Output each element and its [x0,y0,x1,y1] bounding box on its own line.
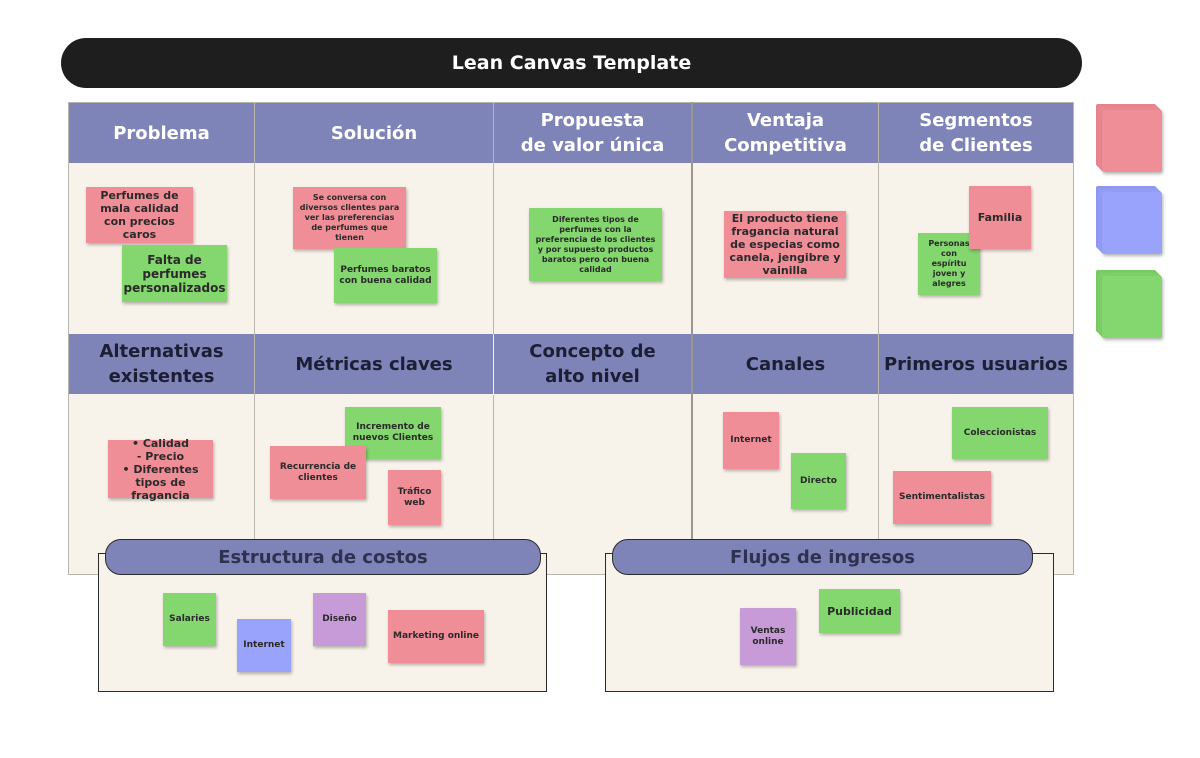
divider [493,395,494,575]
header-problema: Problema [69,103,254,163]
sticky-note[interactable]: Personas con espíritu joven y alegres [918,233,980,295]
pink-sticky-stack[interactable] [1096,104,1166,174]
header-canales: Canales [693,334,878,394]
header-primeros-usuarios: Primeros usuarios [879,334,1073,394]
header-costos: Estructura de costos [105,539,541,575]
sticky-note[interactable]: Coleccionistas [952,407,1048,459]
canvas-title: Lean Canvas Template [61,38,1082,88]
header-propuesta: Propuesta de valor única [494,103,691,163]
green-sticky-stack[interactable] [1096,270,1166,340]
sticky-note[interactable]: Diferentes tipos de perfumes con la pref… [529,208,662,281]
sticky-note[interactable]: Falta de perfumes personalizados [122,245,227,302]
header-metricas: Métricas claves [255,334,493,394]
sticky-note[interactable]: El producto tiene fragancia natural de e… [724,211,846,278]
divider [878,102,879,575]
sticky-note[interactable]: Internet [237,619,291,672]
header-label: Segmentos [919,110,1033,131]
header-label: Canales [745,353,826,375]
header-ingresos: Flujos de ingresos [612,539,1033,575]
sticky-note[interactable]: Publicidad [819,589,900,633]
header-label: Alternativas [99,341,224,362]
header-label: Primeros usuarios [883,353,1069,375]
sticky-note[interactable]: Diseño [313,593,366,646]
sticky-note[interactable]: Perfumes de mala calidad con precios car… [86,187,193,243]
header-label: alto nivel [545,366,640,387]
header-label: Ventaja [746,110,825,131]
header-label: Propuesta [540,110,645,131]
sticky-note[interactable]: Directo [791,453,846,509]
sticky-note[interactable]: Perfumes baratos con buena calidad [334,248,437,303]
header-label: Métricas claves [295,353,453,375]
header-label: existentes [108,366,215,387]
sticky-note[interactable]: Salaries [163,593,216,646]
sticky-note[interactable]: Se conversa con diversos clientes para v… [293,187,406,249]
header-label: Estructura de costos [218,546,428,568]
sticky-note[interactable]: Familia [969,186,1031,249]
divider [691,102,693,575]
sticky-note[interactable]: Sentimentalistas [893,471,991,524]
header-label: Concepto de [529,341,656,362]
sticky-note[interactable]: Internet [723,412,779,469]
sticky-note[interactable]: • Calidad - Precio • Diferentes tipos de… [108,437,213,502]
header-solucion: Solución [255,103,493,163]
header-alternativas: Alternativas existentes [69,334,254,394]
sticky-note[interactable]: Tráfico web [388,470,441,525]
header-label: Solución [330,122,418,144]
header-ventaja: Ventaja Competitiva [693,103,878,163]
sticky-note[interactable]: Ventas online [740,608,796,665]
header-concepto: Concepto de alto nivel [494,334,691,394]
header-label: Competitiva [724,135,847,156]
header-segmentos: Segmentos de Clientes [879,103,1073,163]
blue-sticky-stack[interactable] [1096,186,1166,256]
sticky-note[interactable]: Marketing online [388,610,484,663]
header-label: Flujos de ingresos [730,546,915,568]
header-label: de valor única [520,135,665,156]
divider [493,102,494,334]
divider [254,102,255,575]
header-label: de Clientes [919,135,1033,156]
header-label: Problema [113,122,210,144]
sticky-note[interactable]: Recurrencia de clientes [270,446,366,499]
